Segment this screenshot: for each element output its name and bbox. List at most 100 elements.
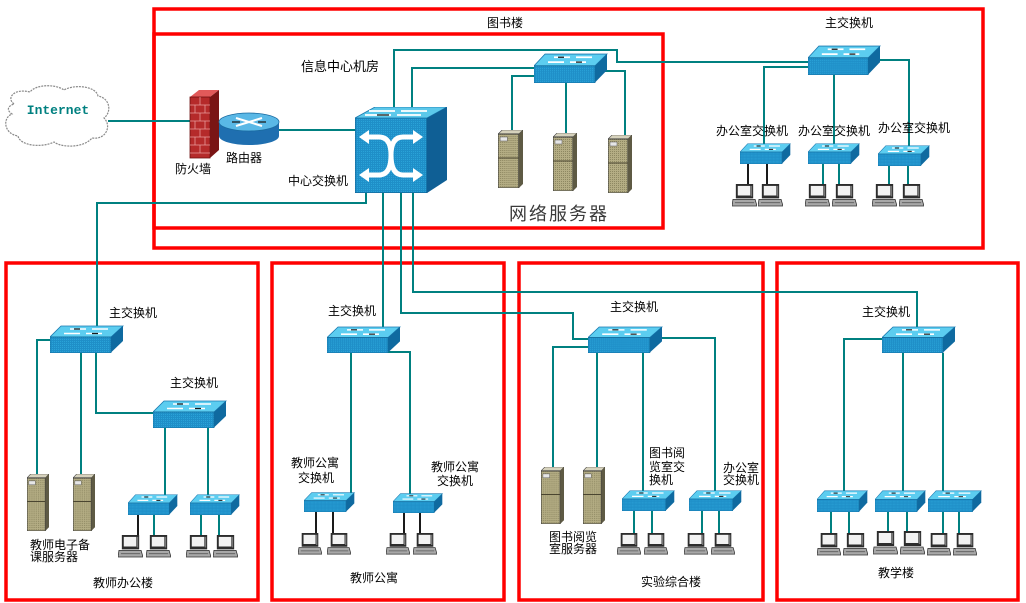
teacher-office-main-switch-2-label: 主交换机 [170, 375, 218, 390]
computer-icon[interactable] [899, 184, 924, 207]
lab-office-switch-icon[interactable] [689, 490, 742, 511]
core-switch[interactable]: 中心交换机 [288, 107, 447, 193]
office-switch-2-icon[interactable] [808, 143, 860, 164]
teacher-office-main-switch-1-icon [50, 325, 124, 353]
lab-building-label: 实验综合楼 [641, 574, 701, 589]
zone-lab-building [517, 261, 765, 602]
teacher-prep-server-2-icon[interactable] [73, 474, 95, 531]
network-server-1-icon[interactable] [498, 130, 523, 188]
link-core-lab-building [400, 192, 590, 340]
teacher-office-main-switch-1[interactable]: 主交换机 [50, 305, 157, 353]
link-library-main-office-3 [876, 59, 910, 147]
teaching-main-switch[interactable]: 主交换机 [862, 304, 956, 353]
teaching-access-switch-3-icon[interactable] [928, 490, 982, 512]
teacher-office-access-switch-2-icon[interactable] [190, 494, 240, 515]
link-teaching-main-access-1 [843, 338, 884, 492]
computer-icon[interactable] [186, 535, 211, 558]
teacher-apartment-main-switch[interactable]: 主交换机 [327, 303, 401, 353]
computer-icon[interactable] [617, 533, 641, 555]
computer-icon[interactable] [298, 533, 322, 555]
firewall[interactable]: 防火墙 [175, 90, 219, 176]
link-core-server-switch [411, 67, 538, 108]
firewall-label: 防火墙 [175, 161, 211, 176]
apartment-access-switch-1-icon[interactable] [304, 492, 355, 512]
zone-teacher-apartment [270, 261, 506, 602]
links [36, 49, 960, 537]
teacher-office-main-switch-2-icon [153, 400, 227, 428]
computer-icon[interactable] [817, 533, 841, 556]
zone-information-center [152, 32, 665, 230]
teaching-main-switch-label: 主交换机 [862, 304, 910, 319]
link-server-switch-server-1 [511, 75, 540, 137]
office-switch-3-icon[interactable] [878, 145, 930, 166]
link-lab-main-server-1 [552, 346, 590, 468]
teacher-prep-server-1-icon[interactable] [27, 474, 49, 531]
reading-room-switch-label-line-2: 览室交 [649, 459, 685, 474]
internet-cloud[interactable]: Internet [5, 85, 110, 147]
link-core-teacher-office [96, 192, 367, 326]
network-servers-label: 网络服务器 [509, 204, 609, 225]
computer-icon[interactable] [953, 533, 977, 556]
teaching-access-switch-1-icon[interactable] [817, 490, 868, 512]
reading-room-server-label-line-1: 图书阅览 [549, 529, 597, 544]
computer-icon[interactable] [327, 533, 351, 555]
computer-icon[interactable] [927, 533, 951, 556]
firewall-icon [189, 90, 219, 159]
server-switch-icon[interactable] [534, 53, 608, 83]
lab-office-switch-label-line-1: 办公室 [723, 460, 759, 475]
reading-room-server-1-icon[interactable] [541, 467, 564, 524]
teacher-apartment-main-switch-label: 主交换机 [328, 303, 376, 318]
computer-icon[interactable] [711, 533, 735, 555]
cloud-icon [5, 85, 110, 147]
teaching-building-label: 教学楼 [878, 565, 914, 580]
computer-icon[interactable] [684, 533, 708, 555]
teacher-prep-server-label-line-1: 教师电子备 [30, 537, 90, 552]
network-server-3-icon[interactable] [608, 135, 632, 193]
network-server-2-icon[interactable] [553, 133, 577, 191]
office-switch-1-icon[interactable] [740, 143, 791, 164]
computer-icon[interactable] [386, 533, 410, 555]
apartment-switch-1-label-line-2: 交换机 [298, 470, 334, 485]
computer-icon[interactable] [213, 535, 238, 558]
information-center-label: 信息中心机房 [301, 59, 379, 75]
apartment-switch-2-label-line-2: 交换机 [437, 473, 473, 488]
teacher-prep-server-label-line-2: 课服务器 [30, 549, 78, 564]
computer-icon[interactable] [900, 531, 925, 555]
router-label: 路由器 [226, 150, 262, 165]
zone-teaching-building [775, 261, 1020, 602]
reading-room-switch-label-line-1: 图书阅 [649, 446, 685, 460]
computer-icon[interactable] [843, 533, 868, 556]
office-switch-2-label: 办公室交换机 [798, 123, 870, 138]
computer-icon[interactable] [872, 184, 897, 207]
internet-label: Internet [27, 103, 89, 118]
link-library-main-office-1 [763, 66, 810, 146]
computer-icon[interactable] [832, 184, 857, 207]
link-core-library-main-switch [393, 49, 809, 108]
computer-icon[interactable] [413, 533, 437, 555]
computer-icon[interactable] [644, 533, 668, 555]
router[interactable]: 路由器 [218, 112, 280, 165]
apartment-access-switch-2-icon[interactable] [393, 493, 443, 513]
reading-room-switch-icon[interactable] [622, 490, 675, 511]
link-lab-main-access-2 [662, 337, 716, 491]
library-main-switch[interactable]: 主交换机 [808, 15, 881, 75]
computer-icon[interactable] [873, 531, 898, 555]
reading-room-server-label-line-2: 室服务器 [549, 541, 597, 556]
computer-icon[interactable] [118, 535, 143, 558]
reading-room-server-2-icon[interactable] [583, 467, 605, 524]
teaching-access-switch-2-icon[interactable] [875, 490, 926, 512]
computer-icon[interactable] [146, 535, 171, 558]
lab-main-switch[interactable]: 主交换机 [588, 299, 663, 353]
teacher-office-main-switch-2[interactable]: 主交换机 [153, 375, 227, 428]
computer-icon[interactable] [732, 184, 757, 207]
computer-icon[interactable] [805, 184, 830, 207]
teacher-apartment-main-switch-icon [327, 326, 401, 353]
computer-icon[interactable] [758, 184, 783, 207]
lab-main-switch-label: 主交换机 [610, 299, 658, 314]
library-main-switch-icon [808, 45, 881, 75]
teacher-office-access-switch-1-icon[interactable] [128, 494, 178, 515]
link-core-teaching-building [412, 192, 918, 327]
zone-teacher-office-building [4, 261, 260, 602]
teacher-apartment-label: 教师公寓 [350, 570, 398, 585]
